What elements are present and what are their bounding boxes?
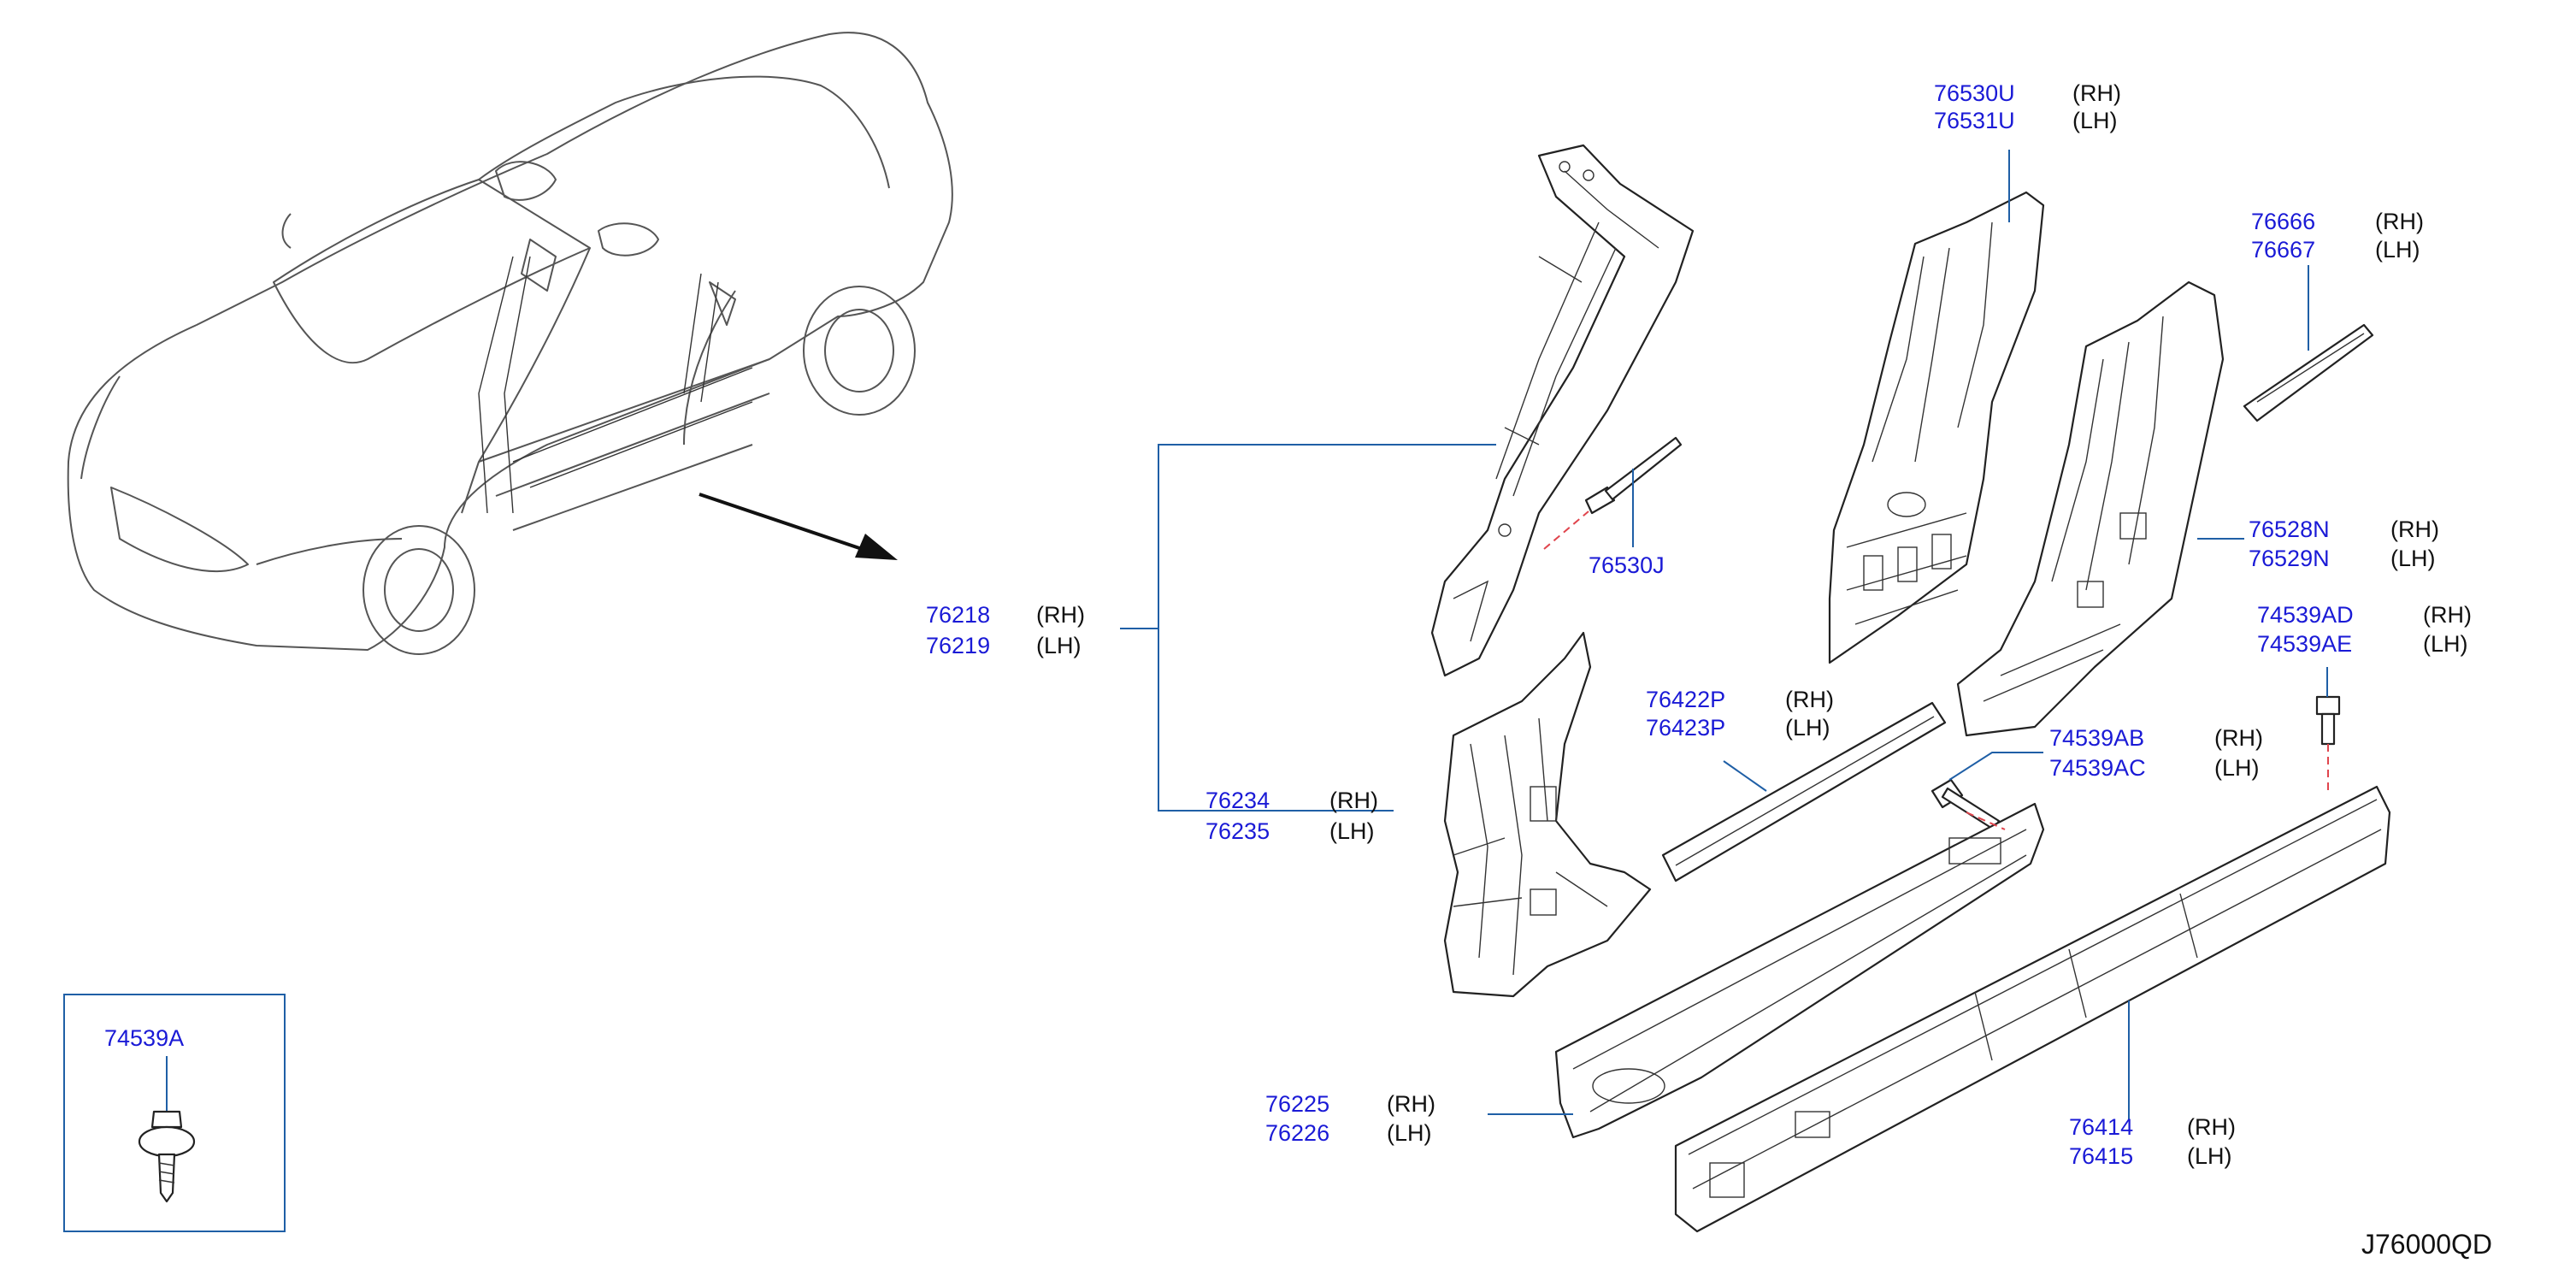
side-label: (LH)	[1785, 715, 1830, 741]
callout-76234: 76234 (RH) 76235 (LH)	[1205, 788, 1378, 844]
part-number: 76414	[2069, 1114, 2133, 1140]
callout-76528n: 76528N (RH) 76529N (LH)	[2249, 516, 2439, 571]
callout-74539ab: 74539AB (RH) 74539AC (LH)	[2049, 725, 2263, 781]
small-bracket-part	[2243, 323, 2374, 422]
side-label: (LH)	[2390, 546, 2436, 571]
center-pillar-inner-part	[1828, 191, 2045, 664]
callout-76666: 76666 (RH) 76667 (LH)	[2251, 209, 2424, 263]
part-number: 76423P	[1646, 715, 1725, 741]
side-label: (RH)	[2423, 602, 2472, 628]
rivet-guide-line	[1543, 511, 1589, 550]
part-number: 76530U	[1934, 80, 2015, 106]
part-number: 76667	[2251, 237, 2315, 263]
side-label: (LH)	[2187, 1143, 2232, 1169]
inset-box-74539a: 74539A	[63, 994, 286, 1232]
front-pillar-upper-part	[1430, 144, 1695, 677]
side-label: (LH)	[1329, 818, 1375, 844]
side-label: (RH)	[1329, 788, 1378, 813]
side-label: (LH)	[1387, 1120, 1432, 1146]
part-number: 76666	[2251, 209, 2315, 234]
part-number: 76218	[926, 602, 990, 628]
part-number: 76531U	[1934, 108, 2015, 133]
part-number: 76528N	[2249, 516, 2330, 542]
part-number: 74539AD	[2257, 602, 2354, 628]
side-label: (RH)	[2390, 516, 2439, 542]
part-number: 76415	[2069, 1143, 2133, 1169]
callout-76218: 76218 (RH) 76219 (LH)	[926, 602, 1085, 658]
direction-arrow-head	[855, 534, 898, 560]
diagram-code: J76000QD	[2361, 1229, 2492, 1260]
part-number: 76226	[1265, 1120, 1329, 1146]
side-label: (LH)	[2214, 755, 2260, 781]
part-number: 74539AE	[2257, 631, 2352, 657]
side-label: (LH)	[2423, 631, 2468, 657]
side-label: (RH)	[1387, 1091, 1435, 1117]
side-label: (RH)	[2214, 725, 2263, 751]
callout-74539ad: 74539AD (RH) 74539AE (LH)	[2257, 602, 2472, 657]
side-label: (RH)	[1785, 687, 1834, 712]
sill-inner-part	[1674, 785, 2391, 1233]
part-number: 76422P	[1646, 687, 1725, 712]
sill-reinforcement-part	[1661, 701, 1947, 882]
callout-76422p: 76422P (RH) 76423P (LH)	[1646, 687, 1834, 741]
leader-line-76422p	[1723, 760, 1767, 792]
leader-line-74539ab	[1948, 752, 2043, 781]
part-number: 76235	[1205, 818, 1270, 844]
part-number: 76529N	[2249, 546, 2330, 571]
part-number: 76225	[1265, 1091, 1329, 1117]
side-label: (RH)	[1036, 602, 1085, 628]
side-label: (RH)	[2187, 1114, 2236, 1140]
part-number: 76219	[926, 633, 990, 658]
side-label: (LH)	[2375, 237, 2420, 263]
side-label: (LH)	[2072, 108, 2118, 133]
inset-box-frame	[63, 994, 286, 1232]
callout-76414: 76414 (RH) 76415 (LH)	[2069, 1114, 2236, 1169]
part-number: 74539A	[104, 1025, 184, 1051]
center-pillar-reinforcement-part	[1956, 280, 2225, 737]
car-overview-illustration	[67, 32, 953, 655]
front-pillar-lower-part	[1443, 631, 1652, 998]
part-number: 74539AC	[2049, 755, 2146, 781]
direction-arrow-shaft	[699, 493, 873, 554]
part-number: 74539AB	[2049, 725, 2144, 751]
side-label: (RH)	[2072, 80, 2121, 106]
callout-76530u: 76530U (RH) 76531U (LH)	[1934, 80, 2121, 133]
callout-76530j: 76530J	[1589, 552, 1665, 578]
rivet-part	[1584, 436, 1683, 515]
bolt-74539ad-part	[2315, 695, 2341, 746]
bolt-74539a-part	[138, 1110, 196, 1203]
side-label: (LH)	[1036, 633, 1082, 658]
bolt-74539ab-part	[1931, 778, 2001, 831]
callout-76225: 76225 (RH) 76226 (LH)	[1265, 1091, 1435, 1146]
side-label: (RH)	[2375, 209, 2424, 234]
part-number: 76530J	[1589, 552, 1665, 578]
part-number: 76234	[1205, 788, 1270, 813]
bolt-ab-guide-line	[1966, 812, 2006, 830]
